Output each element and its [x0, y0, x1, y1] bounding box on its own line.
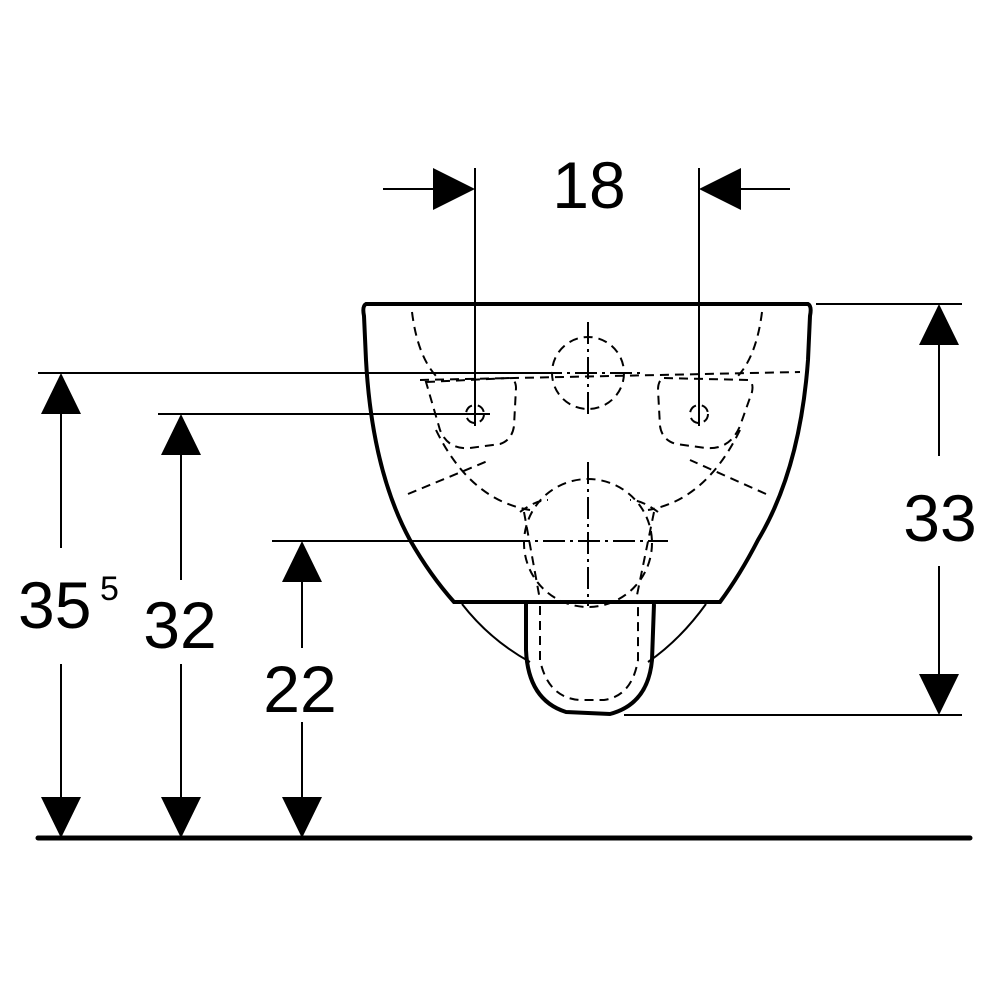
- dimension-18: 18: [383, 148, 790, 222]
- dim-33-arrow-top: [919, 304, 959, 345]
- dim-22-arrow-top: [282, 541, 322, 582]
- inner-rim-right: [733, 311, 763, 381]
- outlet-inner: [539, 606, 639, 701]
- dimension-35-5: 35 5: [18, 373, 119, 838]
- inner-rim-left: [411, 311, 441, 381]
- dim-22-label: 22: [263, 652, 336, 726]
- dim-355-arrow-bottom: [41, 797, 81, 838]
- dim-22-arrow-bottom: [282, 797, 322, 838]
- dim-33-arrow-bottom: [919, 674, 959, 715]
- hidden-lines: [407, 311, 801, 701]
- dim-32-label: 32: [143, 588, 216, 662]
- rear-plane: [419, 371, 801, 381]
- bolt-pocket-right: [656, 376, 754, 450]
- wc-skirt-outline-right: [647, 603, 707, 663]
- dim-18-arrow-left: [433, 168, 475, 210]
- dim-18-label: 18: [552, 148, 625, 222]
- dim-32-arrow-top: [161, 414, 201, 455]
- wc-outlet-spigot: [524, 603, 656, 717]
- center-lines: [474, 322, 700, 606]
- dim-355-label: 35: [18, 568, 91, 642]
- dim-33-label: 33: [903, 481, 976, 555]
- dimension-33: 33: [903, 304, 977, 715]
- wc-body: [361, 302, 813, 717]
- wc-bowl-outline: [361, 302, 813, 604]
- dimension-22: 22: [263, 541, 337, 838]
- dim-355-arrow-top: [41, 373, 81, 414]
- bolt-hole-right: [689, 404, 709, 424]
- dim-355-superscript: 5: [100, 570, 119, 608]
- bowl-interior-curve: [435, 429, 741, 511]
- bowl-diagonal-left: [407, 459, 491, 495]
- dim-32-arrow-bottom: [161, 797, 201, 838]
- outlet-channel: [519, 499, 659, 601]
- bowl-diagonal-right: [689, 459, 767, 495]
- dimension-32: 32: [143, 414, 217, 838]
- wc-skirt-outline: [461, 603, 531, 663]
- dim-18-arrow-right: [699, 168, 741, 210]
- extension-lines: [38, 168, 962, 716]
